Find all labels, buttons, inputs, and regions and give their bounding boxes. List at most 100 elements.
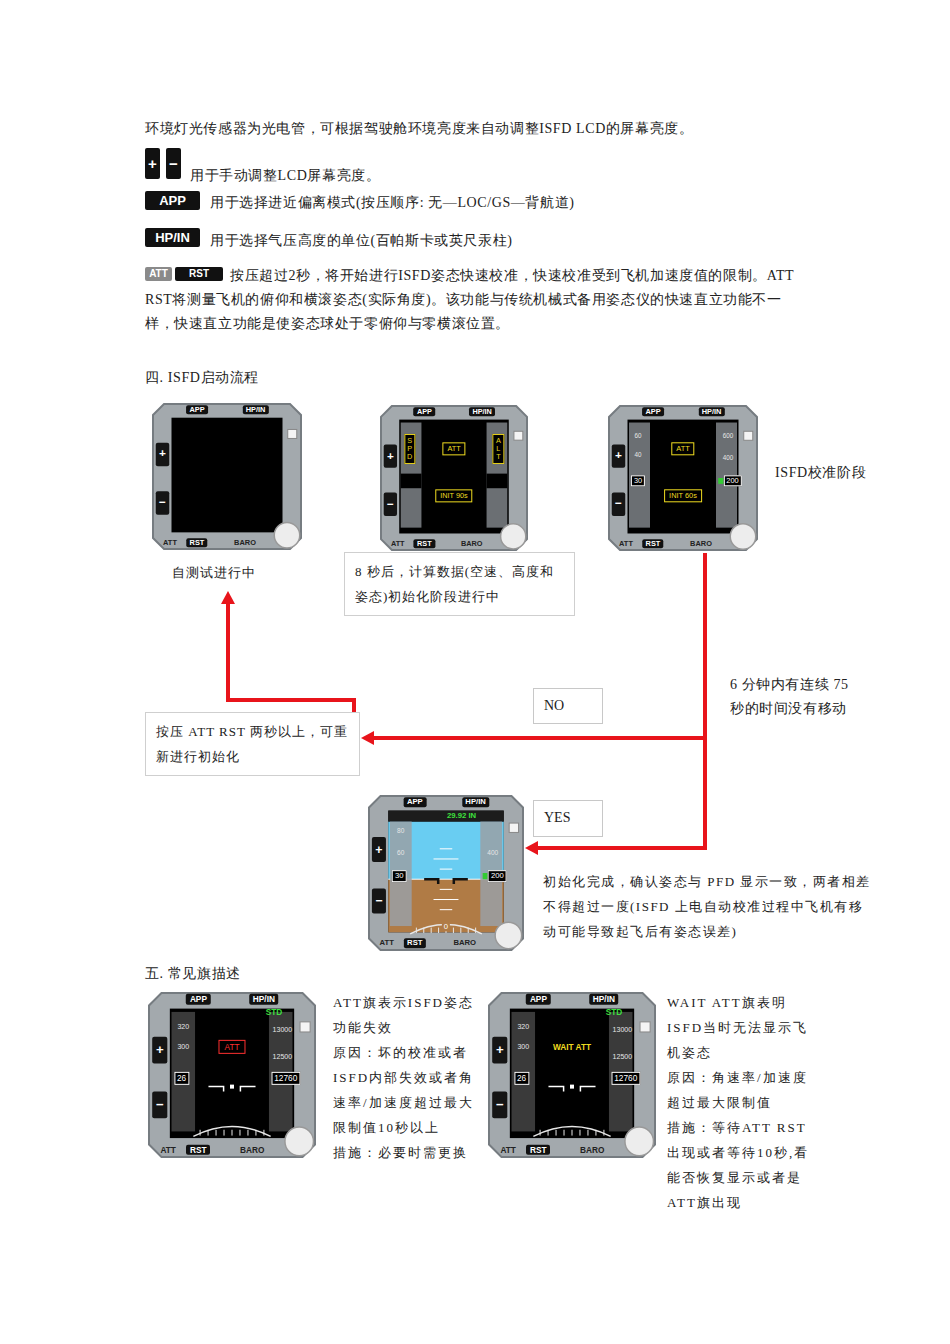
button (384, 493, 397, 516)
roll-tick (453, 928, 454, 933)
display-text: 12500 (613, 1053, 633, 1060)
roll-tick (263, 1130, 264, 1136)
light-sensor (288, 429, 297, 438)
arrow-line (228, 604, 354, 712)
speed-tape (172, 1012, 196, 1132)
roll-tick (564, 1130, 565, 1136)
text-block: 措施：等待ATT RST出现或者等待10秒,看能否恢复显示或者是ATT旗出现 (667, 1115, 817, 1215)
text-block: 8 秒后，计算数据(空速、高度和姿态)初始化阶段进行中 (355, 559, 564, 609)
button-icon: + (145, 148, 160, 179)
button (152, 1037, 167, 1064)
note-text: 用于选择气压高度的单位(百帕斯卡或英尺汞柱) (210, 229, 810, 253)
display-text: HP/IN (589, 994, 619, 1004)
display-text: 0 (442, 923, 450, 931)
roll-tick (438, 928, 439, 933)
note-text: 6 分钟内有连续 75 秒的时间没有移动 (730, 673, 858, 721)
display-text: 300 (517, 1043, 529, 1050)
flow-arrow (221, 591, 354, 712)
display-text: ATT (671, 442, 694, 455)
bezel (149, 993, 315, 1157)
display-text: − (387, 498, 394, 510)
button (152, 1092, 167, 1119)
display-text: HP/IN (462, 797, 489, 807)
note-text: 按压超过2秒，将开始进行ISFD姿态快速校准，快速校准受到飞机加速度值的限制。A… (145, 264, 810, 336)
display-text: ATT (218, 1040, 245, 1054)
button (156, 443, 170, 467)
branch-label: NO (533, 688, 603, 724)
speed-tape (512, 1012, 536, 1132)
arrowhead (525, 841, 538, 855)
roll-tick (224, 1130, 225, 1136)
roll-tick (247, 1130, 248, 1136)
display-text: ATT (163, 539, 177, 546)
roll-arc (533, 1126, 610, 1136)
display-text: BARO (580, 1146, 604, 1154)
display-text: 60 (397, 849, 404, 856)
bezel (369, 796, 523, 950)
display-text: 13000 (613, 1027, 633, 1034)
display-text: 600 (723, 433, 733, 439)
display-text: 400 (723, 454, 733, 460)
display-text: RST (526, 1145, 550, 1155)
display-text: 30 (631, 475, 645, 486)
bezel (381, 406, 527, 550)
caption-text: 自测试进行中 (172, 561, 292, 585)
button (372, 837, 386, 862)
display-text: − (159, 497, 166, 509)
roll-tick (468, 928, 469, 933)
isfd-unit: APPHP/IN+−ATTRSTBARO (152, 403, 302, 550)
display-text: HP/IN (469, 407, 495, 416)
display-text: WAIT ATT (553, 1043, 591, 1051)
bezel (489, 993, 655, 1157)
status-strip (388, 811, 503, 822)
display-text: + (496, 1043, 504, 1056)
screen (399, 420, 509, 534)
aircraft-symbol (424, 879, 468, 884)
isfd-drawing (380, 405, 528, 551)
display-text: 12500 (273, 1053, 293, 1060)
pitch-line (440, 889, 452, 890)
button (372, 889, 386, 914)
button (492, 1037, 507, 1064)
display-text: 26 (174, 1072, 189, 1084)
display-text: ATT (442, 442, 465, 455)
display-text: APP (403, 797, 426, 807)
isfd-unit: APPHP/IN+−29.92 IN8060304002000ATTRSTBAR… (368, 795, 524, 951)
screen (172, 418, 283, 533)
pitch-line (434, 899, 459, 900)
display-text: 13000 (273, 1027, 293, 1034)
display-text: INIT 60s (664, 489, 702, 502)
roll-tick (548, 1130, 549, 1136)
light-sensor (300, 1022, 310, 1032)
roll-tick (587, 1130, 588, 1136)
display-text: HP/IN (249, 994, 279, 1004)
roll-tick (579, 1130, 580, 1136)
display-text: + (615, 450, 622, 462)
text-block: ATT旗表示ISFD姿态功能失效 (333, 990, 477, 1040)
aircraft-dot (230, 1085, 234, 1089)
display-text: 400 (487, 849, 498, 856)
note-text: 用于选择进近偏离模式(按压顺序: 无—LOC/GS—背航道) (210, 191, 810, 215)
roll-tick (255, 1130, 256, 1136)
display-text: 200 (488, 870, 507, 882)
display-text: HP/IN (698, 407, 724, 416)
display-text: 12760 (611, 1072, 640, 1084)
roll-tick (216, 1130, 217, 1136)
button-icon: APP (145, 191, 200, 210)
roll-tick (556, 1130, 557, 1136)
display-text: 200 (723, 475, 741, 486)
bezel (153, 404, 301, 549)
screen (628, 420, 739, 534)
roll-tick (232, 1130, 233, 1136)
button (612, 493, 626, 516)
pitch-line (440, 848, 452, 849)
button-icon: RST (175, 267, 223, 281)
roll-tick (239, 1130, 240, 1136)
branch-label: YES (533, 800, 603, 837)
speed-tape (629, 423, 650, 528)
speed-tape (401, 423, 422, 528)
altitude-tape (487, 423, 508, 528)
caption-text: 初始化完成，确认姿态与 PFD 显示一致，两者相差不得超过一度(ISFD 上电自… (543, 869, 873, 944)
isfd-drawing (152, 403, 302, 550)
note-text: 环境灯光传感器为光电管，可根据驾驶舱环境亮度来自动调整ISFD LCD的屏幕亮度… (145, 117, 835, 141)
